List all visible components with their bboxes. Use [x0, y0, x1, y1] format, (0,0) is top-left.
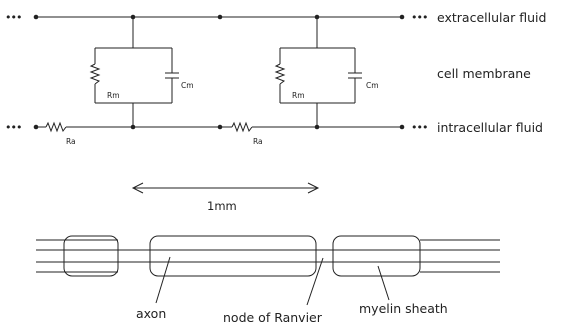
- junction-dot: [217, 124, 223, 130]
- scale-label: 1mm: [207, 199, 237, 213]
- membrane-resistor: [89, 63, 101, 85]
- cm-label-2: Cm: [366, 81, 379, 90]
- junction-dot: [33, 14, 39, 20]
- myelin-pointer: [377, 265, 390, 301]
- node-pointer: [306, 257, 324, 306]
- scale-arrowhead-left: [131, 182, 144, 194]
- extracellular-label: extracellular fluid: [437, 10, 546, 25]
- axon-diagram: axon node of Ranvier myelin sheath: [36, 235, 500, 325]
- myelin-sheath-label: myelin sheath: [359, 301, 448, 316]
- ra-label-2: Ra: [253, 137, 263, 146]
- junction-dot: [217, 14, 223, 20]
- right-ellipsis-top: •••: [411, 11, 427, 24]
- scale-bar: 1mm: [131, 182, 320, 213]
- rm-label-1: Rm: [107, 91, 120, 100]
- membrane-unit-1: [89, 17, 179, 127]
- left-ellipsis-top: •••: [5, 11, 21, 24]
- left-ellipsis-bottom: •••: [5, 121, 21, 134]
- cm-label-1: Cm: [181, 81, 194, 90]
- node-of-ranvier-label: node of Ranvier: [223, 310, 323, 325]
- scale-arrowhead-right: [307, 182, 320, 194]
- junction-dot: [399, 14, 405, 20]
- equivalent-circuit: Rm Cm Rm Cm Ra Ra ••• ••• ••• ••• extrac…: [5, 10, 546, 146]
- axial-resistor-2: [231, 121, 253, 133]
- membrane-unit-2: [274, 17, 362, 127]
- axon-pointer: [155, 256, 171, 304]
- membrane-label: cell membrane: [437, 66, 531, 81]
- axial-resistor-1: [45, 121, 67, 133]
- right-ellipsis-bottom: •••: [411, 121, 427, 134]
- axon-label: axon: [136, 306, 166, 321]
- junction-dot: [399, 124, 405, 130]
- myelin-segment: [149, 235, 317, 277]
- junction-dot: [33, 124, 39, 130]
- myelin-segment: [332, 235, 421, 277]
- myelin-segment: [63, 235, 119, 277]
- membrane-resistor: [274, 63, 286, 85]
- intracellular-label: intracellular fluid: [437, 120, 543, 135]
- rm-label-2: Rm: [292, 91, 305, 100]
- ra-label-1: Ra: [66, 137, 76, 146]
